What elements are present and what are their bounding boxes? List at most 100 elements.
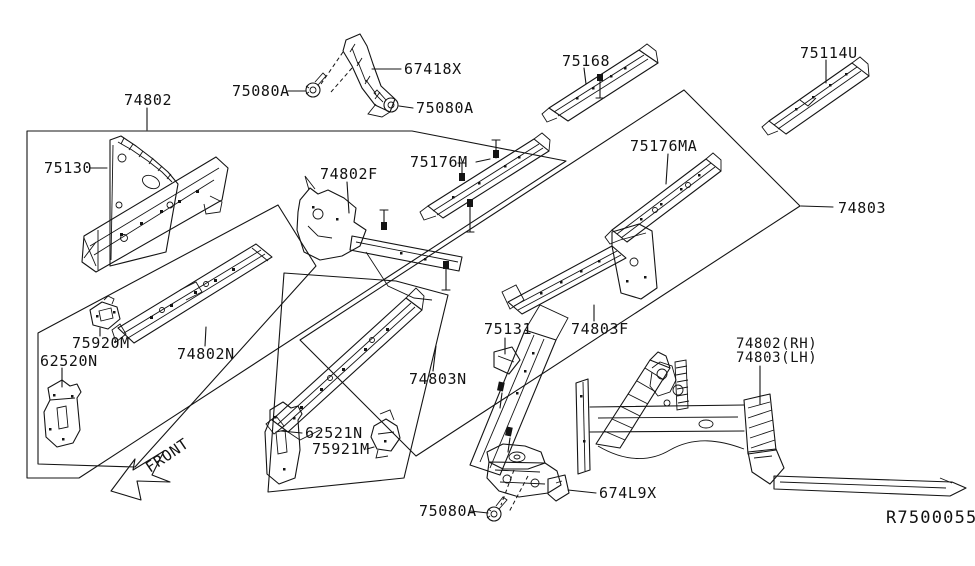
- part-outline[interactable]: [427, 138, 550, 219]
- leader-75168: [583, 67, 587, 85]
- rivet-dots: [540, 260, 647, 295]
- leader-674l9x: [567, 489, 597, 494]
- label-74803[interactable]: 74803: [838, 199, 886, 217]
- part-74802rh-74803lh[interactable]: [575, 351, 967, 497]
- label-74802[interactable]: 74802: [124, 91, 172, 109]
- part-74802n[interactable]: [111, 243, 273, 344]
- strut-hatching: [603, 367, 665, 441]
- part-outline[interactable]: [370, 418, 401, 452]
- sill-rail[interactable]: [773, 475, 967, 497]
- bolt-75080a-top-right[interactable]: [373, 89, 399, 113]
- part-outline[interactable]: [507, 245, 627, 315]
- label-74802f[interactable]: 74802F: [320, 165, 378, 183]
- part-67418x[interactable]: [320, 33, 396, 118]
- label-75176m[interactable]: 75176M: [410, 153, 468, 171]
- label-75921m[interactable]: 75921M: [312, 440, 370, 458]
- leader-lines: [61, 59, 834, 514]
- label-74803f[interactable]: 74803F: [571, 320, 629, 338]
- part-outline[interactable]: [43, 379, 82, 448]
- part-outline[interactable]: [109, 135, 179, 267]
- rivet-dots: [516, 352, 535, 395]
- dash-panel-strip[interactable]: [575, 378, 591, 475]
- ladder-rungs: [675, 365, 690, 404]
- label-74803n[interactable]: 74803N: [409, 370, 467, 388]
- bolt-pin: [497, 381, 505, 409]
- rivet-dots: [640, 174, 701, 221]
- rivet-dots: [795, 73, 848, 111]
- label-62520n[interactable]: 62520N: [40, 352, 98, 370]
- label-74802n[interactable]: 74802N: [177, 345, 235, 363]
- part-75131-outline[interactable]: [493, 346, 521, 375]
- rivet-dots: [576, 67, 627, 100]
- leader-74802f: [346, 181, 350, 214]
- part-674l9x[interactable]: [486, 443, 570, 513]
- bolt-pin: [491, 139, 501, 159]
- pillar-shading: [747, 401, 776, 449]
- part-outline[interactable]: [89, 301, 121, 330]
- leader-62521n: [280, 430, 303, 434]
- part-74803f[interactable]: [501, 223, 658, 315]
- front-direction-indicator: FRONT: [110, 434, 192, 501]
- label-75080a-2[interactable]: 75080A: [416, 99, 474, 117]
- leader-75921m: [366, 446, 375, 450]
- part-74802f[interactable]: [296, 175, 463, 301]
- rivet-dots: [312, 206, 427, 261]
- part-74803n[interactable]: [265, 287, 425, 441]
- bolt-pin: [379, 209, 389, 230]
- part-outline[interactable]: [264, 401, 303, 485]
- label-74803lh[interactable]: 74803(LH): [736, 350, 817, 366]
- rivet-dots: [120, 190, 199, 236]
- enclosure-74803n-box: [267, 272, 449, 493]
- leader-74803n: [432, 345, 437, 372]
- label-75920m[interactable]: 75920M: [72, 334, 130, 352]
- label-674l9x[interactable]: 674L9X: [599, 484, 657, 502]
- label-75080a-3[interactable]: 75080A: [419, 502, 477, 520]
- part-outline[interactable]: [342, 33, 396, 113]
- leader-75080a-3: [469, 510, 489, 514]
- strut-member: [595, 359, 671, 449]
- part-75168[interactable]: [541, 43, 659, 123]
- rivet-dots: [150, 268, 235, 319]
- part-75920m[interactable]: [89, 295, 121, 330]
- label-75131[interactable]: 75131: [484, 320, 532, 338]
- part-75176m[interactable]: [419, 132, 551, 233]
- enclosure-74802-box: [26, 130, 567, 479]
- bolt-75080a-top-left[interactable]: [305, 72, 327, 98]
- hatch-ticks: [349, 43, 381, 100]
- label-75080a-1[interactable]: 75080A: [232, 82, 290, 100]
- rivet-dots: [49, 394, 74, 441]
- rivet-dots: [452, 156, 521, 199]
- label-75130[interactable]: 75130: [44, 159, 92, 177]
- leader-75176ma: [665, 153, 669, 185]
- label-75114u[interactable]: 75114U: [800, 44, 858, 62]
- leader-75080a-2: [398, 105, 414, 109]
- part-outline[interactable]: [296, 187, 367, 261]
- label-75168[interactable]: 75168: [562, 52, 610, 70]
- part-75921m[interactable]: [370, 409, 401, 459]
- part-outline[interactable]: [486, 443, 546, 470]
- part-outline[interactable]: [469, 329, 557, 476]
- label-75176ma[interactable]: 75176MA: [630, 137, 697, 155]
- leader-75176m: [475, 158, 491, 163]
- label-62521n[interactable]: 62521N: [305, 424, 363, 442]
- side-rail-outline[interactable]: [81, 156, 229, 273]
- bolt-pin: [595, 74, 605, 99]
- part-62520n[interactable]: [43, 379, 82, 448]
- part-outline[interactable]: [768, 62, 870, 135]
- part-75176ma[interactable]: [604, 152, 722, 245]
- label-74802rh[interactable]: 74802(RH): [736, 336, 817, 352]
- enclosure-74803-box: [299, 89, 801, 457]
- flange-ticks: [120, 137, 172, 180]
- leader-74802n: [204, 326, 207, 347]
- rivet-dots: [300, 328, 389, 409]
- part-75130[interactable]: [81, 135, 229, 273]
- diagram-ref-code: R7500055: [886, 508, 975, 528]
- bolt-pin: [465, 199, 475, 233]
- enclosure-74802n-box: [37, 204, 317, 468]
- part-75114u[interactable]: [761, 56, 870, 136]
- part-outline[interactable]: [271, 297, 423, 433]
- bolt-75080a-bottom[interactable]: [486, 496, 508, 522]
- label-67418x[interactable]: 67418X: [404, 60, 462, 78]
